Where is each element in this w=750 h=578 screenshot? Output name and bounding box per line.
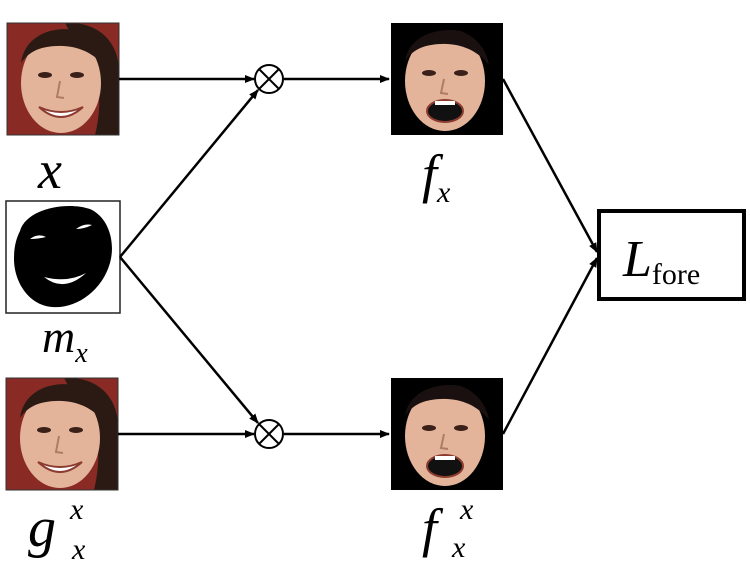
arrow-fxx-to-loss [501,257,599,435]
arrow-mask-to-multiply-bottom [119,256,259,424]
mask-image-mx [5,200,121,314]
arrow-fx-to-loss [501,78,599,253]
label-gx-sub: x [71,533,86,566]
label-gx-main: g [28,497,56,559]
multiply-circle-icon [254,419,284,449]
loss-box [597,209,746,301]
loss-label: Lfore [622,231,700,291]
multiply-circle-icon [254,64,284,94]
output-image-fx [390,22,504,136]
label-fxx-main: f [422,498,444,558]
output-image-fxx [390,377,504,491]
label-mx: mx [42,311,88,369]
label-fxx-sub: x [451,531,466,564]
arrow-mask-to-multiply-top [119,89,259,258]
label-gx-sup: x [69,493,84,526]
label-x: x [37,140,62,200]
guide-image-gx [5,376,119,491]
label-fx: fx [422,144,451,209]
input-image-x [6,21,120,137]
label-fxx-sup: x [459,493,474,526]
